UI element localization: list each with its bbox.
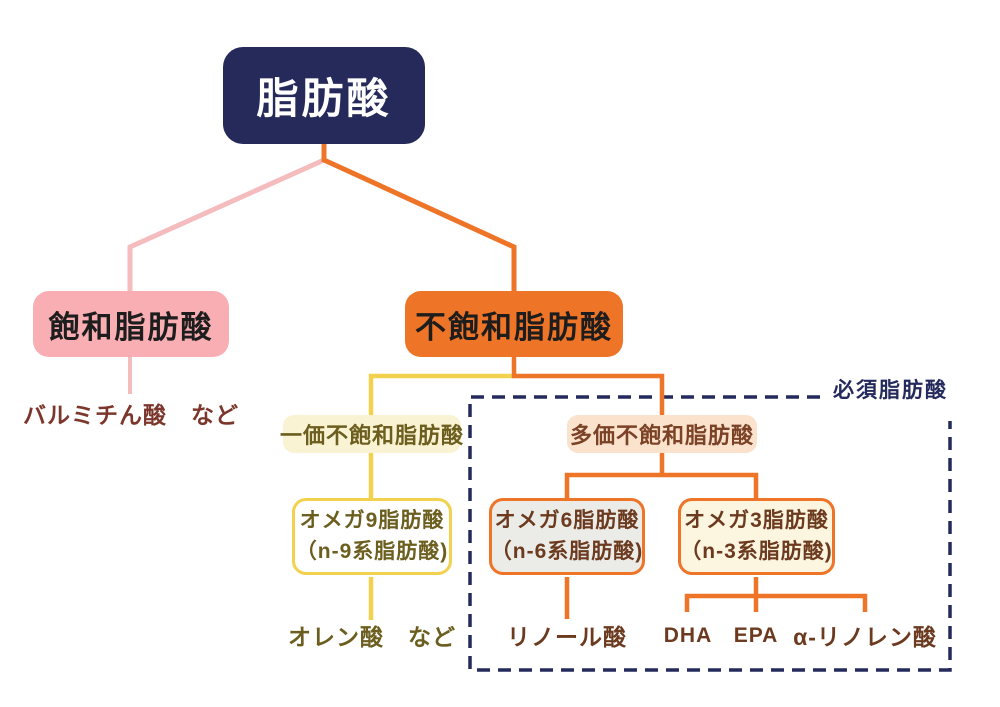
example-palmitic-acid: バルミチん酸 など <box>23 398 238 428</box>
node-fatty-acid: 脂肪酸 <box>223 47 425 144</box>
node-omega6-line1: オメガ6脂肪酸 <box>494 509 640 533</box>
node-unsaturated-label: 不飽和脂肪酸 <box>415 309 613 345</box>
node-monounsaturated: 一価不飽和脂肪酸 <box>280 415 465 453</box>
node-unsaturated-fatty-acid: 不飽和脂肪酸 <box>405 291 623 357</box>
unsaturated-branch-line <box>322 157 517 293</box>
example-oleic-acid: オレン酸 など <box>288 620 456 650</box>
node-saturated-label: 飽和脂肪酸 <box>48 309 214 345</box>
node-fatty-acid-label: 脂肪酸 <box>256 75 392 122</box>
example-alpha-linolenic-acid-label: α-リノレン酸 <box>793 624 937 650</box>
example-epa: EPA <box>726 621 786 651</box>
node-omega3-line1: オメガ3脂肪酸 <box>684 509 829 533</box>
node-polyunsaturated: 多価不飽和脂肪酸 <box>567 415 757 453</box>
node-omega9-line1: オメガ9脂肪酸 <box>299 509 445 533</box>
node-omega6: オメガ6脂肪酸 （n-6系脂肪酸) <box>489 498 645 575</box>
saturated-branch-line <box>127 157 326 293</box>
example-palmitic-acid-label: バルミチん酸 など <box>23 402 239 428</box>
example-alpha-linolenic-acid: α-リノレン酸 <box>793 620 936 650</box>
node-omega9: オメガ9脂肪酸 （n-9系脂肪酸) <box>292 498 452 575</box>
node-omega6-line2: （n-6系脂肪酸) <box>490 539 644 563</box>
node-omega3-line2: （n-3系脂肪酸) <box>680 539 833 563</box>
node-saturated-fatty-acid: 飽和脂肪酸 <box>33 291 229 357</box>
omega3-tee-line <box>684 593 868 612</box>
essential-fatty-acid-label: 必須脂肪酸 <box>833 376 948 402</box>
node-omega9-line2: （n-9系脂肪酸) <box>295 539 449 563</box>
example-linoleic-acid: リノール酸 <box>487 620 647 650</box>
node-polyunsaturated-label: 多価不飽和脂肪酸 <box>569 423 754 448</box>
poly-tee-line <box>564 472 759 499</box>
example-dha: DHA <box>658 621 718 651</box>
essential-dashed-frame <box>468 395 952 672</box>
mono-branch-line <box>368 373 514 499</box>
node-monounsaturated-label: 一価不飽和脂肪酸 <box>280 423 465 448</box>
essential-fatty-acid-text: 必須脂肪酸 <box>833 379 948 402</box>
example-linoleic-acid-label: リノール酸 <box>507 624 627 650</box>
example-dha-label: DHA <box>663 624 713 647</box>
node-omega3: オメガ3脂肪酸 （n-3系脂肪酸) <box>678 498 835 575</box>
example-oleic-acid-label: オレン酸 など <box>288 624 456 650</box>
example-epa-label: EPA <box>733 624 779 647</box>
